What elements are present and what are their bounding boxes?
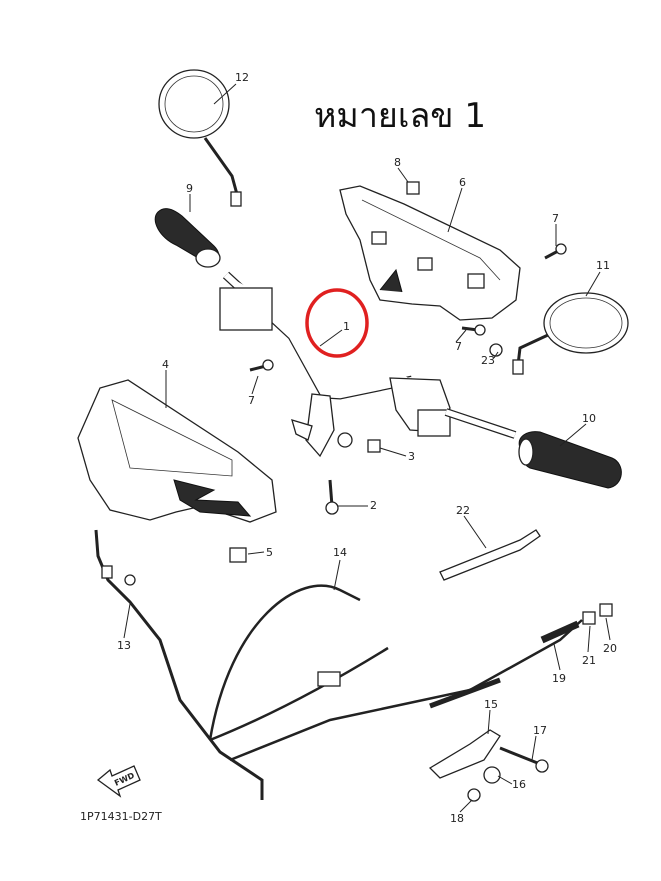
grip-left[interactable] xyxy=(154,208,221,268)
mirror-right[interactable] xyxy=(512,292,629,375)
part-label-15: 15 xyxy=(484,698,498,711)
part-label-13: 13 xyxy=(117,639,131,652)
highlight-circle xyxy=(305,288,369,358)
part-label-9: 9 xyxy=(186,182,193,195)
part-label-7c: 7 xyxy=(248,394,255,407)
part-label-6: 6 xyxy=(459,176,466,189)
diagram-code: 1P71431-D27T xyxy=(80,810,162,823)
leader-lines xyxy=(123,83,611,813)
front-handle-cover[interactable] xyxy=(77,379,277,523)
part-label-1: 1 xyxy=(343,320,350,333)
clip-5[interactable] xyxy=(229,547,247,563)
bolt-2[interactable] xyxy=(325,479,339,515)
part-label-22: 22 xyxy=(456,504,470,517)
cable-14[interactable] xyxy=(208,584,583,762)
part-label-16: 16 xyxy=(512,778,526,791)
bolt-17[interactable] xyxy=(499,746,549,773)
part-label-7b: 7 xyxy=(455,340,462,353)
part-20[interactable] xyxy=(599,603,613,617)
part-label-18: 18 xyxy=(450,812,464,825)
part-label-3: 3 xyxy=(408,450,415,463)
bolt-7c[interactable] xyxy=(249,359,274,372)
bolt-18[interactable] xyxy=(467,788,481,802)
part-label-10: 10 xyxy=(582,412,596,425)
part-label-17: 17 xyxy=(533,724,547,737)
nut-3[interactable] xyxy=(367,439,381,453)
part-21[interactable] xyxy=(582,611,596,625)
holder-clamp[interactable] xyxy=(291,393,353,458)
bolt-7b[interactable] xyxy=(461,324,486,336)
part-numbers: 1 2 3 4 5 6 7 7 7 8 9 10 11 12 13 14 15 … xyxy=(117,71,617,825)
part-label-4: 4 xyxy=(162,358,169,371)
bolt-7a[interactable] xyxy=(544,243,567,260)
part-label-23: 23 xyxy=(481,354,495,367)
lever-22[interactable] xyxy=(439,529,541,581)
part-label-14: 14 xyxy=(333,546,347,559)
part-label-20: 20 xyxy=(603,642,617,655)
bracket-15[interactable] xyxy=(428,729,501,779)
grip-right[interactable] xyxy=(518,431,622,489)
cable-13[interactable] xyxy=(94,529,264,800)
part-label-11: 11 xyxy=(596,259,610,272)
fwd-arrow-icon: FWD xyxy=(96,765,141,798)
mirror-left[interactable] xyxy=(158,69,242,207)
part-label-19: 19 xyxy=(552,672,566,685)
page-title: หมายเลข 1 xyxy=(314,96,486,136)
part-label-12: 12 xyxy=(235,71,249,84)
part-label-8: 8 xyxy=(394,156,401,169)
handlebar[interactable] xyxy=(219,271,517,439)
part-label-21: 21 xyxy=(582,654,596,667)
part-label-5: 5 xyxy=(266,546,273,559)
nut-8[interactable] xyxy=(406,181,420,195)
collar-23[interactable] xyxy=(489,343,503,357)
damper-16[interactable] xyxy=(483,766,501,784)
rear-handle-cover[interactable] xyxy=(339,185,521,321)
part-label-7a: 7 xyxy=(552,212,559,225)
part-label-2: 2 xyxy=(370,499,377,512)
